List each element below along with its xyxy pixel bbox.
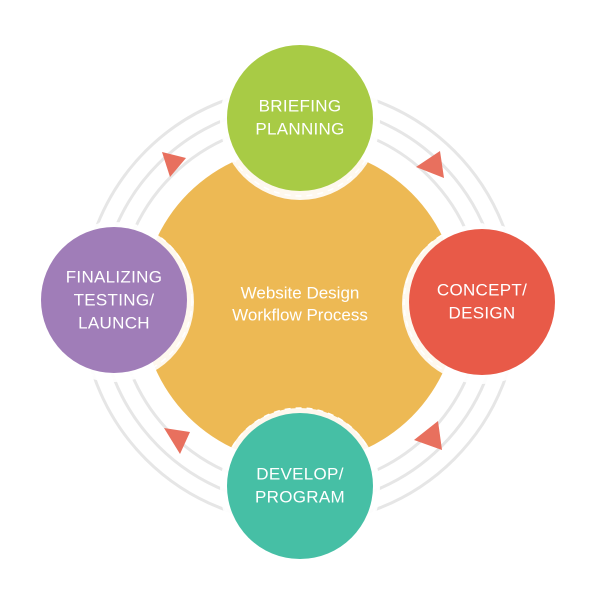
node-briefing: BRIEFING PLANNING	[220, 39, 380, 200]
node-briefing-dash-ring	[221, 39, 379, 197]
node-finalizing-dash-ring	[35, 221, 193, 379]
node-briefing-label-line-2: PLANNING	[255, 119, 344, 138]
node-briefing-circle	[227, 45, 373, 191]
node-develop-label-line-2: PROGRAM	[255, 487, 345, 506]
node-concept-circle	[409, 229, 555, 375]
arrows	[162, 151, 444, 454]
center-label-line-1: Website Design	[241, 283, 360, 302]
node-develop-label-line-1: DEVELOP/	[256, 464, 343, 483]
node-concept: CONCEPT/ DESIGN	[402, 223, 562, 384]
node-briefing-label-line-1: BRIEFING	[259, 96, 342, 115]
center-circle	[142, 147, 458, 463]
node-finalizing-label-line-2: TESTING/	[74, 290, 155, 309]
node-concept-label-line-2: DESIGN	[449, 303, 516, 322]
node-finalizing-label-line-1: FINALIZING	[66, 267, 163, 286]
arrow-bottom-right	[414, 421, 442, 450]
node-finalizing: FINALIZING TESTING/ LAUNCH	[34, 221, 194, 382]
node-develop-circle	[227, 413, 373, 559]
node-develop: DEVELOP/ PROGRAM	[220, 407, 380, 568]
node-concept-label-line-1: CONCEPT/	[437, 280, 527, 299]
node-finalizing-label-line-3: LAUNCH	[78, 313, 150, 332]
center-label-line-2: Workflow Process	[232, 305, 368, 324]
node-develop-dash-ring	[221, 407, 379, 565]
arrow-bottom-left	[164, 428, 190, 454]
node-concept-dash-ring	[403, 223, 561, 381]
arrow-top-left	[162, 152, 186, 177]
arrow-top-right	[416, 151, 444, 178]
node-finalizing-circle	[41, 227, 187, 373]
